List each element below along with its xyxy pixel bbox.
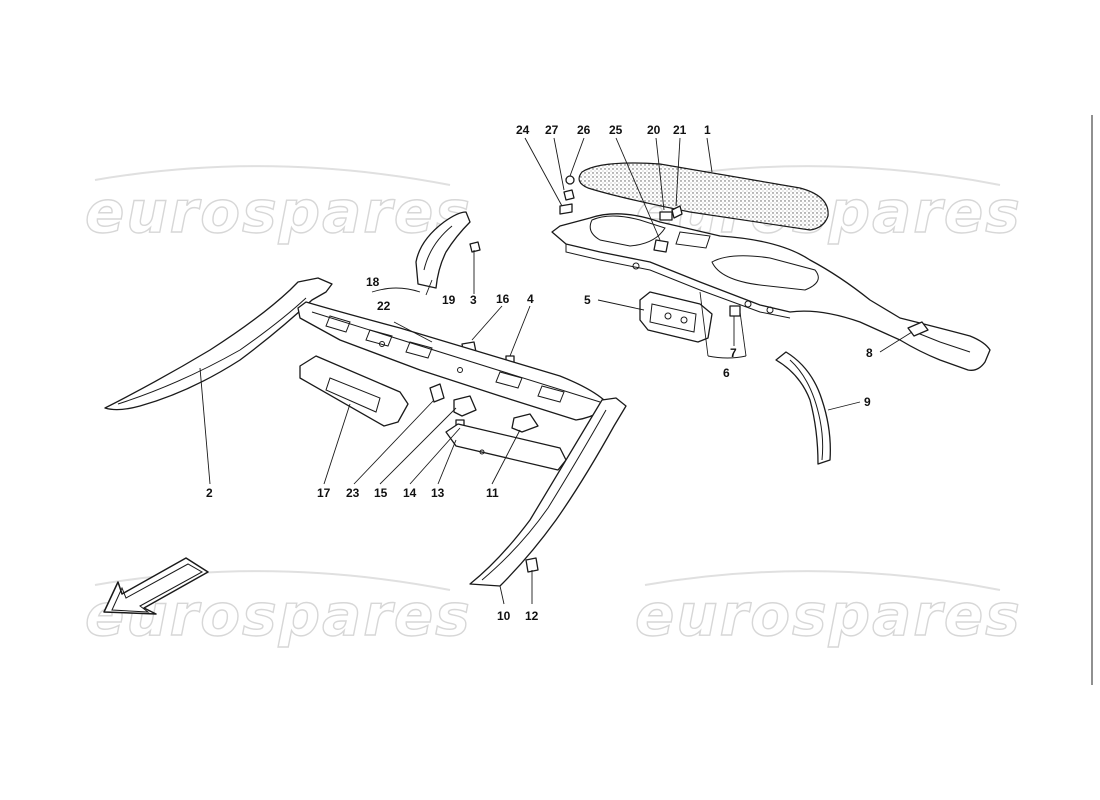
part-10-right-pillar-trim <box>469 397 627 587</box>
part-5-courtesy-light <box>639 291 713 343</box>
callout-3: 3 <box>470 293 477 307</box>
callout-5: 5 <box>584 293 591 307</box>
part-17-left-sun-visor <box>299 355 409 427</box>
callout-16: 16 <box>496 292 510 306</box>
callout-10: 10 <box>497 609 511 623</box>
part-6-rear-trim-panel <box>551 213 991 371</box>
callout-17: 17 <box>317 486 331 500</box>
callout-7: 7 <box>730 346 737 360</box>
callout-2: 2 <box>206 486 213 500</box>
visor-hinges-group <box>429 383 539 433</box>
callout-6: 6 <box>723 366 730 380</box>
callout-27: 27 <box>545 123 559 137</box>
part-9-rear-quarter-trim <box>775 351 831 465</box>
callout-12: 12 <box>525 609 539 623</box>
front-direction-arrow-icon <box>103 557 209 615</box>
callout-24: 24 <box>516 123 530 137</box>
callout-20: 20 <box>647 123 661 137</box>
part-2-left-pillar-trim <box>104 277 333 411</box>
callout-25: 25 <box>609 123 623 137</box>
watermark-top-left: eurospares <box>85 178 472 246</box>
part-13-right-sun-visor <box>445 423 567 471</box>
callout-14: 14 <box>403 486 417 500</box>
callout-19: 19 <box>442 293 456 307</box>
callout-11: 11 <box>486 486 499 500</box>
callout-15: 15 <box>374 486 388 500</box>
leader-lines <box>199 137 913 605</box>
callout-labels: 1 21 20 25 26 27 24 19 3 16 4 5 7 6 8 9 … <box>206 123 873 623</box>
part-1-shelf-cover <box>578 162 829 231</box>
callout-8: 8 <box>866 346 873 360</box>
callout-21: 21 <box>673 123 687 137</box>
callout-9: 9 <box>864 395 871 409</box>
part-19-pillar-cover <box>415 211 471 289</box>
part-18-header-rail <box>297 301 605 421</box>
callout-18: 18 <box>366 275 380 289</box>
callout-13: 13 <box>431 486 445 500</box>
callout-1: 1 <box>704 123 711 137</box>
callout-26: 26 <box>577 123 591 137</box>
callout-4: 4 <box>527 292 534 306</box>
callout-22: 22 <box>377 299 391 313</box>
watermark-bottom-right: eurospares <box>635 581 1022 649</box>
callout-23: 23 <box>346 486 360 500</box>
